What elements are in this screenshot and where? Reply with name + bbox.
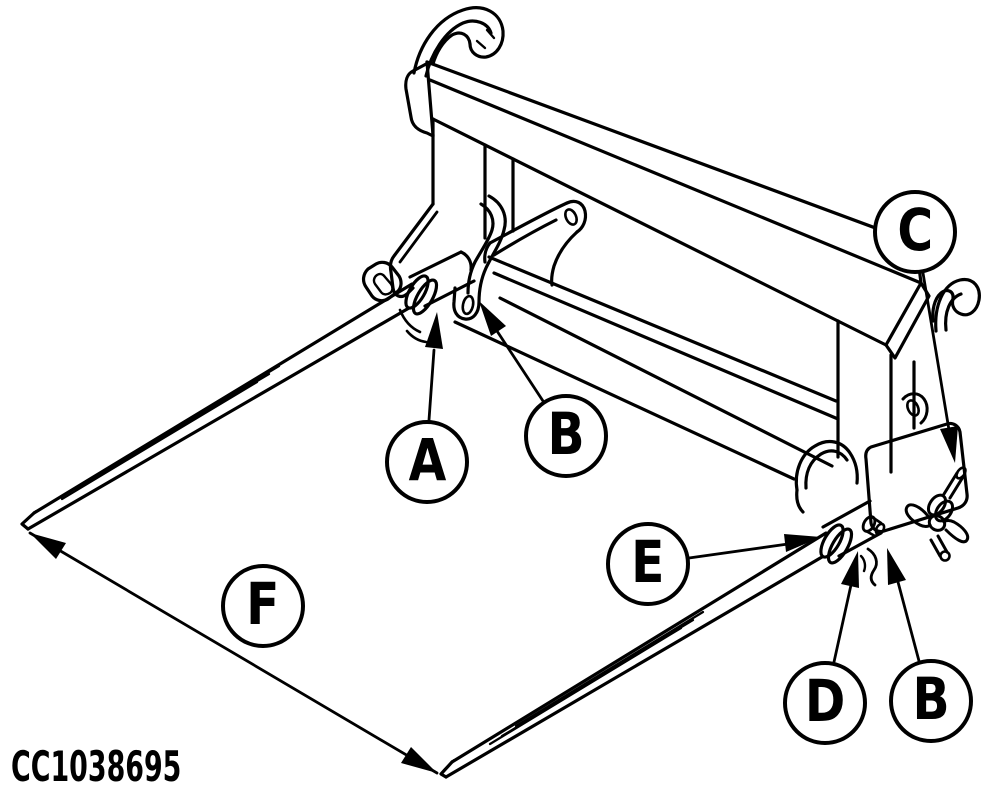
callout-e: E (606, 522, 690, 606)
callout-c: C (873, 190, 957, 274)
leader-b-lower (887, 548, 921, 663)
right-spear-mount (794, 421, 970, 587)
left-gusset-strap (483, 199, 588, 287)
left-spear-mount (361, 194, 507, 344)
callout-c-label: C (897, 196, 933, 264)
callout-b-lower-label: B (912, 665, 950, 733)
leader-e (687, 534, 821, 560)
callout-b-upper-label: B (547, 400, 585, 468)
figure-code: CC1038695 (11, 742, 182, 791)
callout-a-label: A (408, 426, 446, 494)
leader-a (425, 312, 443, 422)
leader-d (832, 551, 859, 664)
callout-f-label: F (246, 570, 280, 638)
callout-b-lower: B (889, 659, 973, 743)
right-gusset-lobe (901, 392, 929, 425)
left-spear (20, 282, 414, 531)
callout-d: D (783, 661, 867, 745)
right-spear (439, 531, 828, 779)
wing-bolt (904, 466, 970, 562)
upper-hook-left-icon (412, 6, 505, 78)
lower-beam (453, 255, 840, 481)
retaining-pin (861, 515, 886, 538)
callout-e-label: E (631, 528, 665, 596)
callout-d-label: D (804, 667, 846, 735)
callout-leader-arrows (28, 271, 958, 775)
upper-hook-right-icon (931, 277, 981, 333)
dimension-line-f (28, 531, 439, 775)
right-mast (836, 319, 916, 474)
callout-b-upper: B (524, 394, 608, 478)
leader-b-upper (479, 301, 545, 403)
leader-c (921, 271, 958, 463)
callout-a: A (385, 420, 469, 504)
callout-f: F (221, 564, 305, 648)
left-mast (431, 117, 515, 240)
